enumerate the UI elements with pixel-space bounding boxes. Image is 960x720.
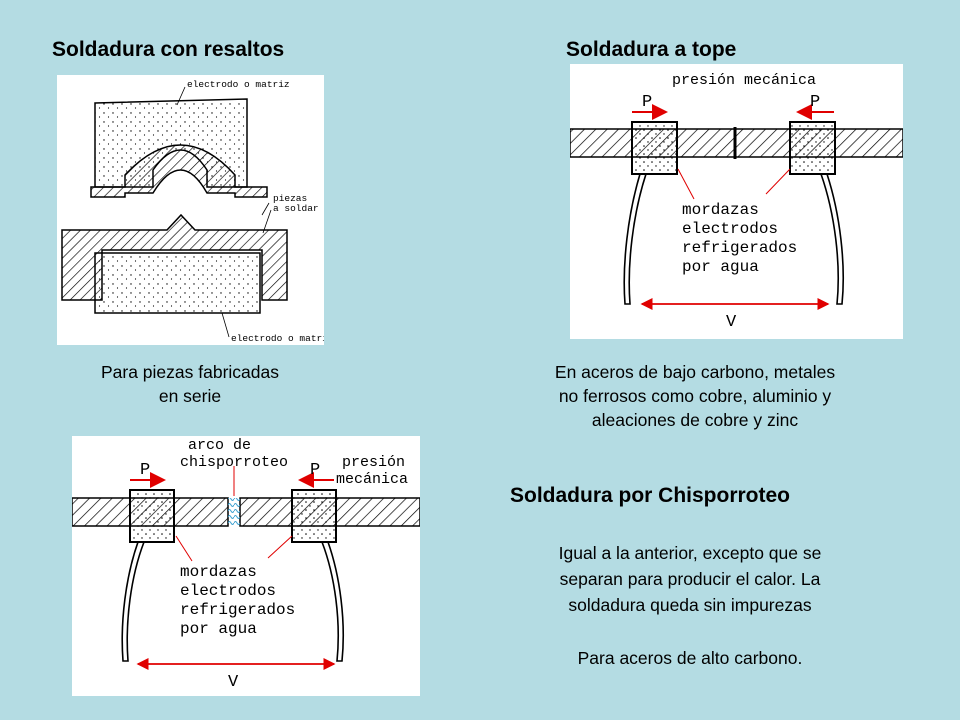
upper-piece-shape [90, 144, 268, 198]
label-jaws-line3: refrigerados [682, 239, 797, 257]
label-jaws-line3: refrigerados [180, 601, 295, 619]
caption-tope-line2: no ferrosos como cobre, aluminio y [558, 386, 832, 406]
right-jaw [291, 489, 337, 543]
diagram-resaltos: electrodo o matriz piezas a soldar elect… [57, 75, 324, 345]
left-jaw [129, 489, 175, 543]
caption-resaltos-line1: Para piezas fabricadas [100, 362, 280, 382]
label-p-left: P [642, 93, 652, 112]
label-bottom-electrode: electrodo o matriz [231, 333, 324, 344]
spark-arc [228, 498, 240, 526]
label-jaws-line2: electrodos [682, 220, 778, 238]
label-jaws-line4: por agua [180, 620, 257, 638]
caption-chisporroteo-line1: Igual a la anterior, excepto que se [558, 543, 822, 563]
caption-chisporroteo-line3: soldadura queda sin impurezas [568, 595, 812, 615]
caption-chisporroteo-line2: separan para producir el calor. La [559, 569, 821, 589]
label-voltage: V [228, 673, 239, 692]
label-pieces-line2: a soldar [273, 203, 319, 214]
diagram-chisporroteo: P P arco de chisporroteo presión mecánic… [72, 436, 420, 696]
label-voltage: V [726, 313, 737, 332]
label-pressure: presión mecánica [672, 72, 816, 89]
label-pressure-line1: presión [342, 454, 405, 471]
title-tope: Soldadura a tope [566, 38, 737, 61]
title-chisporroteo: Soldadura por Chisporroteo [510, 484, 791, 507]
bottom-electrode-shape [94, 252, 261, 314]
note-chisporroteo: Para aceros de alto carbono. [577, 648, 803, 668]
label-jaws-line4: por agua [682, 258, 759, 276]
left-jaw [631, 121, 678, 175]
label-pressure-line2: mecánica [336, 471, 408, 488]
label-arc-line1: arco de [188, 437, 251, 454]
caption-resaltos-line2: en serie [158, 386, 222, 406]
label-jaws-line1: mordazas [180, 563, 257, 581]
caption-chisporroteo: Igual a la anterior, excepto que se sepa… [480, 540, 900, 618]
label-p-left: P [140, 461, 150, 480]
right-jaw [789, 121, 836, 175]
label-p-right: P [310, 461, 320, 480]
label-jaws-line1: mordazas [682, 201, 759, 219]
caption-tope: En aceros de bajo carbono, metales no fe… [480, 360, 910, 432]
label-jaws-line2: electrodos [180, 582, 276, 600]
label-top-electrode: electrodo o matriz [187, 79, 290, 90]
label-arc-line2: chisporroteo [180, 454, 288, 471]
diagram-tope: P P presión mecánica mordazas electrodos… [570, 64, 903, 339]
caption-tope-line1: En aceros de bajo carbono, metales [554, 362, 836, 382]
title-resaltos: Soldadura con resaltos [52, 38, 285, 61]
label-p-right: P [810, 93, 820, 112]
label-pieces-line1: piezas [273, 193, 307, 204]
caption-resaltos: Para piezas fabricadas en serie [40, 360, 340, 408]
caption-tope-line3: aleaciones de cobre y zinc [591, 410, 799, 430]
